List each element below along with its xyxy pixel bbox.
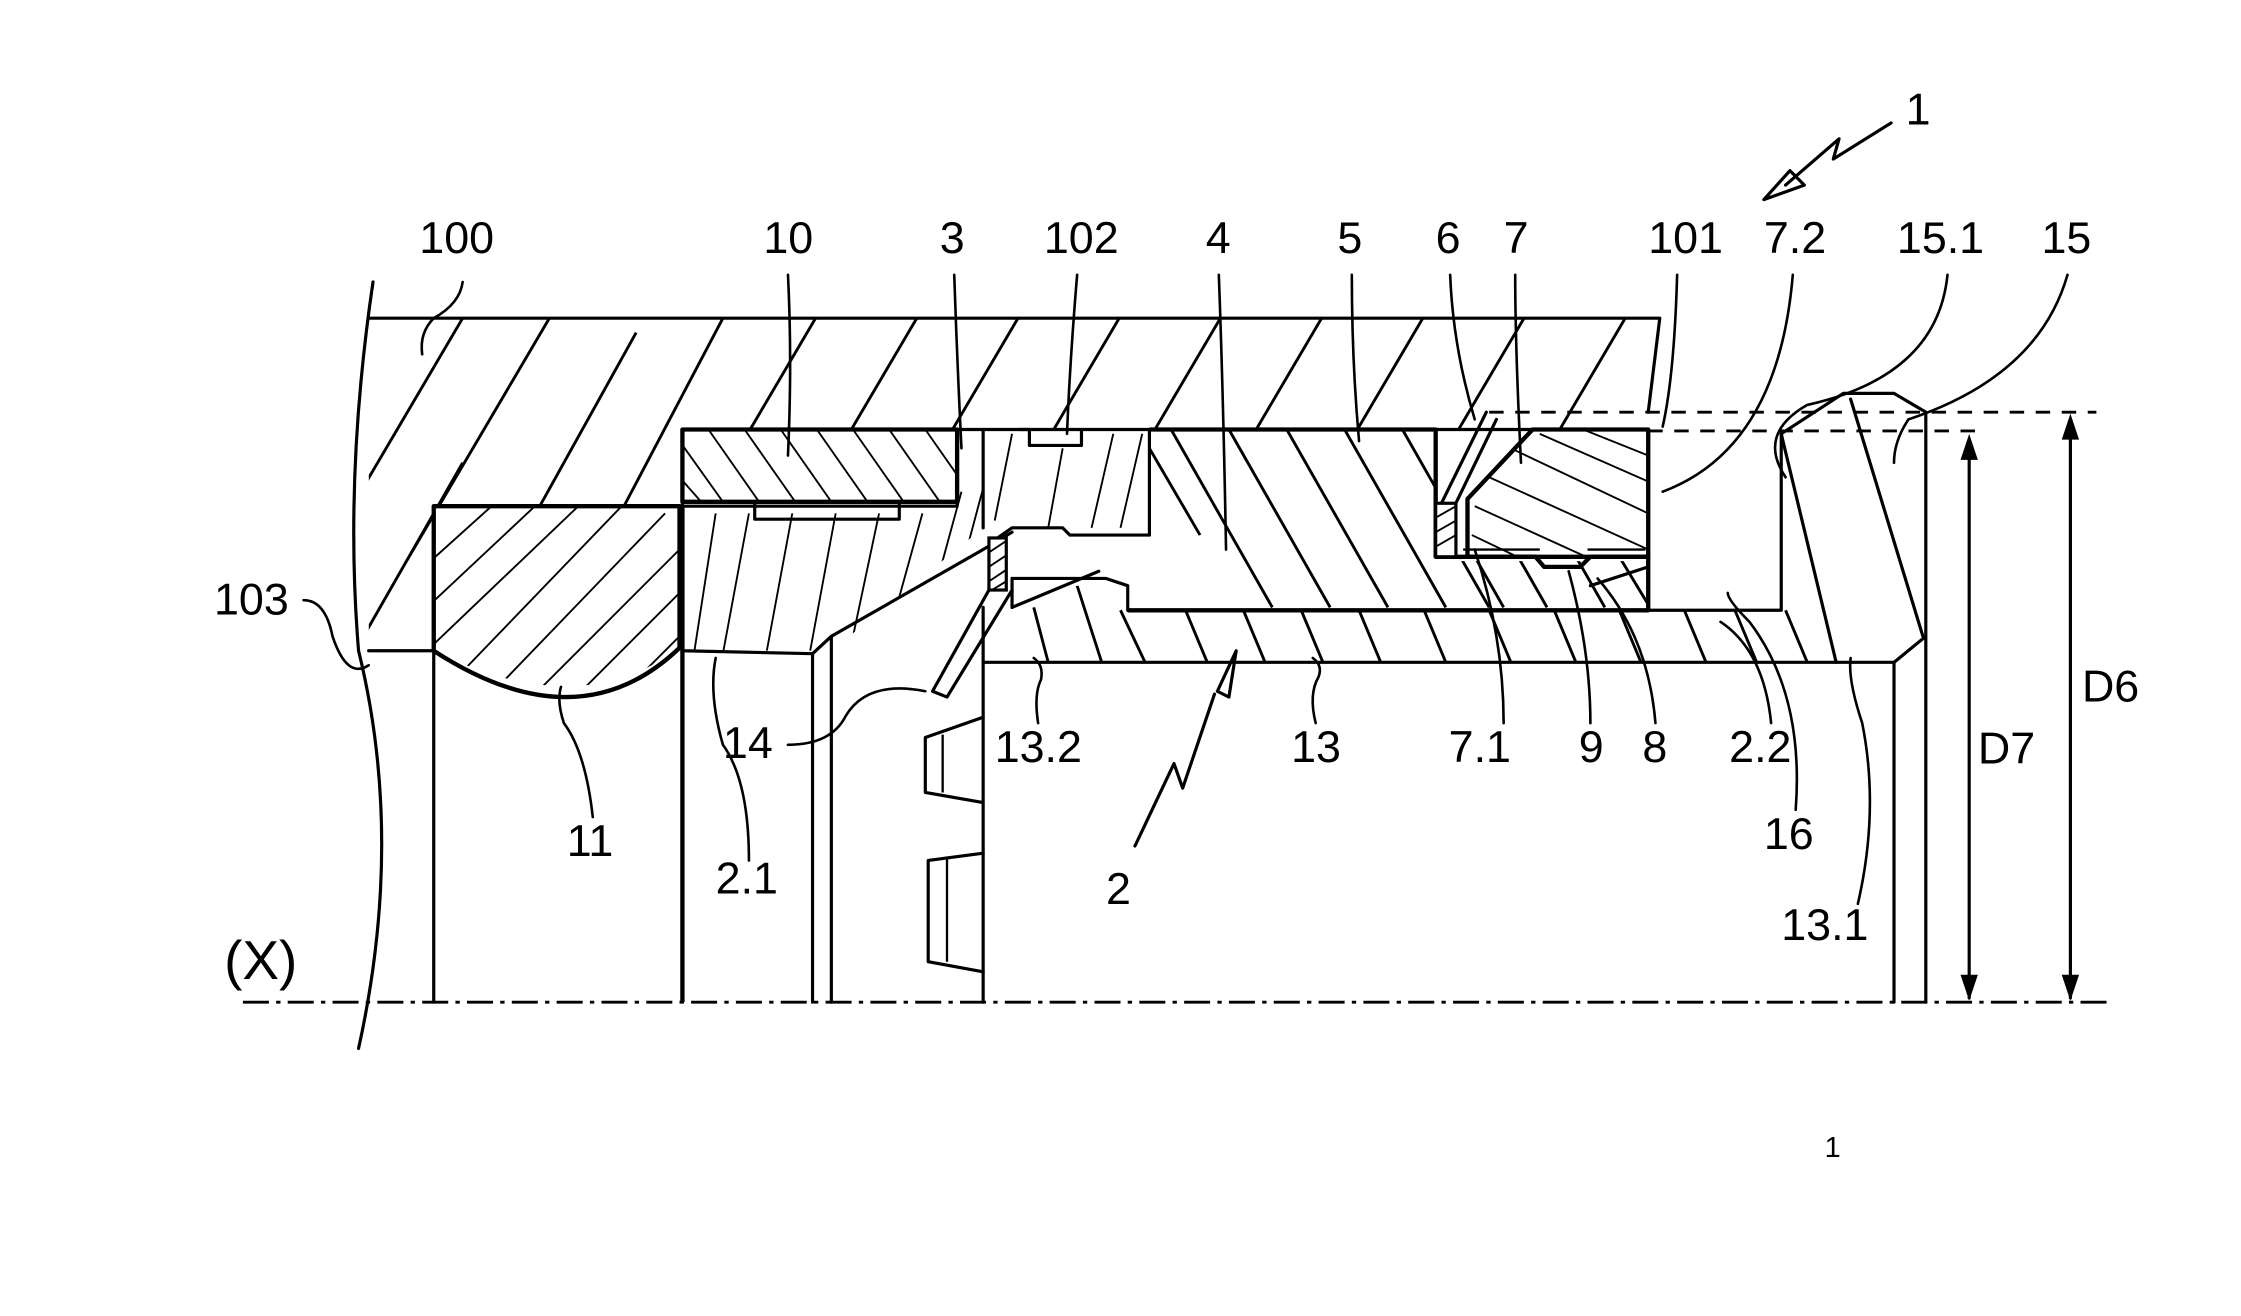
part-15	[1779, 391, 1928, 1004]
label-16: 16	[1764, 809, 1814, 859]
ring-10-recess	[753, 500, 901, 521]
part-5	[1127, 427, 1651, 613]
label-14: 14	[723, 718, 773, 768]
label-1: 1	[1906, 84, 1931, 134]
bore-notches	[923, 715, 985, 974]
label-3: 3	[940, 213, 965, 263]
label-7-1: 7.1	[1449, 722, 1511, 772]
sleeve-13	[981, 585, 1896, 1004]
dimension-label-d6: D6	[2082, 661, 2139, 711]
label-13-2: 13.2	[995, 722, 1082, 772]
leader-lines	[302, 273, 2069, 906]
label-5: 5	[1337, 213, 1362, 263]
page-fragment-1: 1	[1825, 1132, 1841, 1164]
part-3-4-region	[981, 427, 1152, 612]
dimension-label-d7: D7	[1978, 724, 2035, 774]
dimension-d7: D7	[1960, 433, 2035, 1001]
label-2: 2	[1106, 864, 1131, 914]
label-2-1: 2.1	[716, 854, 778, 904]
label-101: 101	[1648, 213, 1723, 263]
reference-dashed-lines	[1489, 410, 2097, 433]
label-9: 9	[1579, 722, 1604, 772]
left-boundaries	[352, 280, 436, 1051]
label-15: 15	[2041, 213, 2091, 263]
label-15-1: 15.1	[1897, 213, 1984, 263]
part-6	[1434, 410, 1499, 559]
label-11: 11	[567, 816, 614, 866]
label-4: 4	[1206, 213, 1231, 263]
seal-ring-small	[987, 536, 1008, 592]
dimension-d6: D6	[2061, 413, 2139, 1001]
break-line	[352, 280, 384, 1051]
label-8: 8	[1642, 722, 1667, 772]
label-6: 6	[1436, 213, 1461, 263]
label-102: 102	[1044, 213, 1119, 263]
axis-x: (X)	[224, 929, 2108, 1004]
right-end-101-16	[1646, 427, 1783, 612]
label-2-2: 2.2	[1729, 722, 1791, 772]
label-7-2: 7.2	[1764, 213, 1826, 263]
ball-11	[431, 503, 682, 700]
label-13: 13	[1291, 722, 1341, 772]
assembly-arrow-1: 1	[1762, 84, 1931, 202]
label-13-1: 13.1	[1781, 900, 1868, 950]
axis-label: (X)	[224, 929, 297, 991]
reference-labels: 100 10 3 102 4 5 6 7 101 7.2 15.1 15 103…	[214, 213, 2091, 1164]
label-7: 7	[1504, 213, 1529, 263]
label-100: 100	[419, 213, 494, 263]
left-ring-2-1	[680, 432, 1014, 1004]
seal-lip-14	[930, 569, 1101, 699]
label-103: 103	[214, 575, 289, 625]
insert-arrow-2: 2	[1106, 649, 1238, 914]
label-10: 10	[763, 213, 813, 263]
